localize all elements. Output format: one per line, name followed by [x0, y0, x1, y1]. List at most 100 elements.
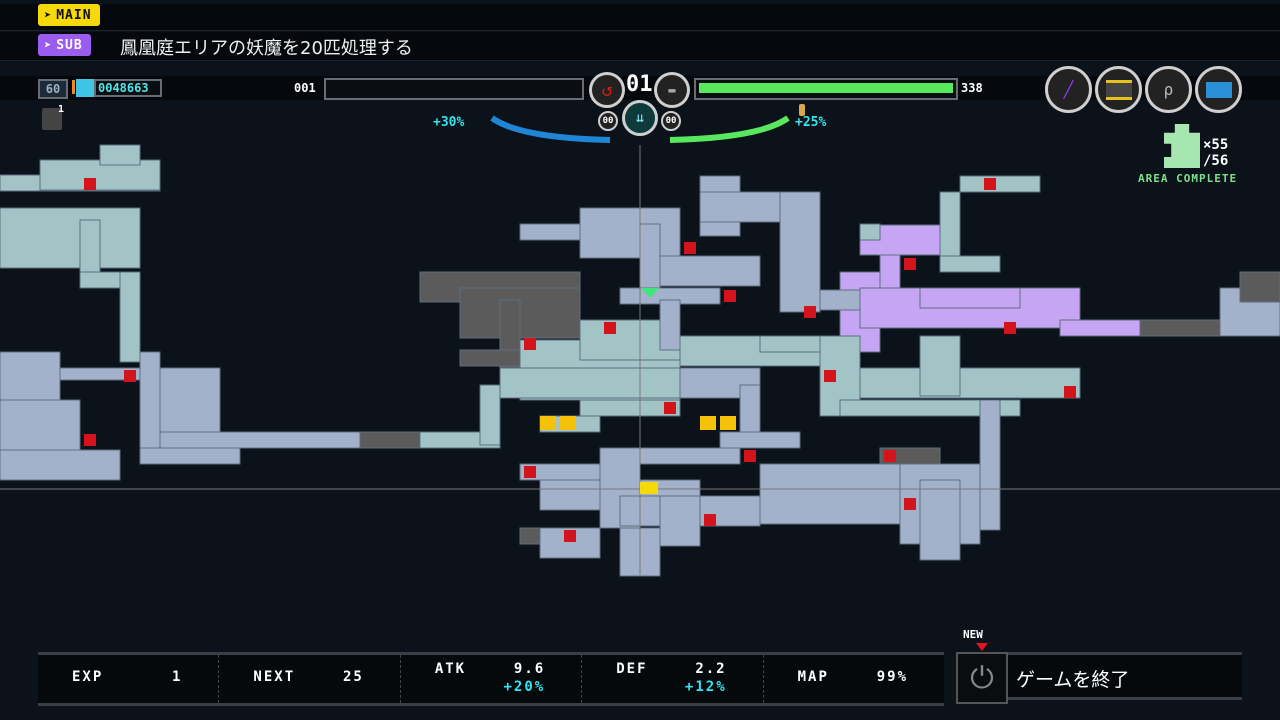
map-room	[359, 431, 421, 449]
right-bonus-arc	[669, 115, 790, 143]
player-position-marker	[640, 482, 658, 494]
syringe-icon[interactable]: ╱	[1045, 66, 1092, 113]
door-arrow-icon	[560, 416, 576, 430]
map-room	[919, 287, 1021, 309]
quit-game-label: ゲームを終了	[1016, 669, 1130, 691]
money-counter: 0048663	[94, 79, 162, 97]
map-room	[919, 335, 961, 397]
map-room	[659, 299, 681, 351]
collectible-count: ×55	[1203, 137, 1229, 153]
save-room-icon	[744, 450, 756, 462]
save-room-icon	[604, 322, 616, 334]
bullet-icon	[799, 104, 805, 116]
save-room-icon	[84, 178, 96, 190]
save-room-icon	[1064, 386, 1076, 398]
map-room	[99, 144, 141, 166]
main-quest-tag: ➤MAIN	[38, 4, 100, 26]
save-room-icon	[124, 370, 136, 382]
blue-card-icon[interactable]	[1195, 66, 1242, 113]
map-room	[1139, 319, 1221, 337]
map-room	[159, 431, 361, 449]
whip-icon[interactable]: ρ	[1145, 66, 1192, 113]
map-room	[659, 255, 761, 287]
weapon-slot-number: 01	[626, 72, 653, 97]
save-room-icon	[564, 530, 576, 542]
sub-quest-tag: ➤SUB	[38, 34, 91, 56]
door-arrow-icon	[720, 416, 736, 430]
map-room	[759, 335, 821, 353]
door-arrow-icon	[700, 416, 716, 430]
left-gauge	[324, 78, 584, 100]
pin-icon: ➤	[44, 38, 53, 52]
map-room	[539, 479, 601, 511]
main-weapon-whip-icon[interactable]: ↺	[589, 72, 625, 108]
map-room	[0, 449, 121, 481]
collectible-total: /56	[1203, 153, 1229, 169]
skill-arrows-icon[interactable]: ⇊	[622, 100, 658, 136]
map-room	[719, 431, 801, 449]
map-room	[1059, 319, 1141, 337]
map-room	[139, 351, 161, 463]
map-room	[579, 399, 681, 417]
left-bonus: +30%	[433, 115, 465, 130]
armor-count: 1	[58, 104, 65, 115]
save-room-icon	[804, 306, 816, 318]
new-badge: NEW	[963, 628, 983, 641]
map-room	[139, 447, 241, 465]
save-room-icon	[664, 402, 676, 414]
level-badge: 60	[38, 79, 68, 99]
armor-icon	[42, 108, 62, 130]
power-icon[interactable]: ⏻	[956, 652, 1008, 704]
right-ammo: 00	[661, 111, 681, 131]
map-room	[119, 271, 141, 363]
save-room-icon	[1004, 322, 1016, 334]
map-room	[859, 223, 881, 241]
quit-game-button[interactable]: ゲームを終了	[1008, 652, 1242, 700]
left-counter: 001	[294, 81, 316, 95]
map-room	[939, 255, 1001, 273]
hp-gauge-fill	[699, 83, 953, 93]
sub-quest-bar	[0, 32, 1280, 61]
sub-quest-text: 鳳凰庭エリアの妖魔を20匹処理する	[120, 38, 413, 59]
hp-gauge	[694, 78, 958, 100]
left-bonus-arc	[490, 115, 611, 143]
save-room-icon	[904, 498, 916, 510]
bonus-arcs	[490, 115, 790, 143]
map-room	[939, 191, 961, 263]
objective-marker-icon	[641, 288, 659, 298]
map-room	[479, 384, 501, 446]
save-room-icon	[684, 242, 696, 254]
save-room-icon	[904, 258, 916, 270]
map-room	[1239, 271, 1280, 303]
map-room	[0, 207, 141, 269]
pin-icon: ➤	[44, 8, 53, 22]
map-room	[819, 289, 861, 311]
map-room	[919, 479, 961, 561]
right-bonus: +25%	[795, 115, 827, 130]
save-room-icon	[984, 178, 996, 190]
door-arrow-icon	[540, 416, 556, 430]
sub-weapon-gun-icon[interactable]: ▬	[654, 72, 690, 108]
save-room-icon	[84, 434, 96, 446]
new-arrow-icon	[976, 643, 988, 651]
map-room	[579, 207, 681, 259]
save-room-icon	[724, 290, 736, 302]
map-room	[519, 527, 541, 545]
level-indicator	[72, 80, 75, 94]
keycard-icon[interactable]	[1095, 66, 1142, 113]
map-room	[839, 399, 1021, 417]
left-ammo: 00	[598, 111, 618, 131]
map-room	[459, 349, 521, 367]
map-room	[759, 463, 901, 525]
area-complete-label: AREA COMPLETE	[1138, 172, 1238, 185]
main-quest-bar	[0, 4, 1280, 31]
save-room-icon	[524, 338, 536, 350]
map-room	[0, 399, 81, 451]
save-room-icon	[704, 514, 716, 526]
save-room-icon	[884, 450, 896, 462]
